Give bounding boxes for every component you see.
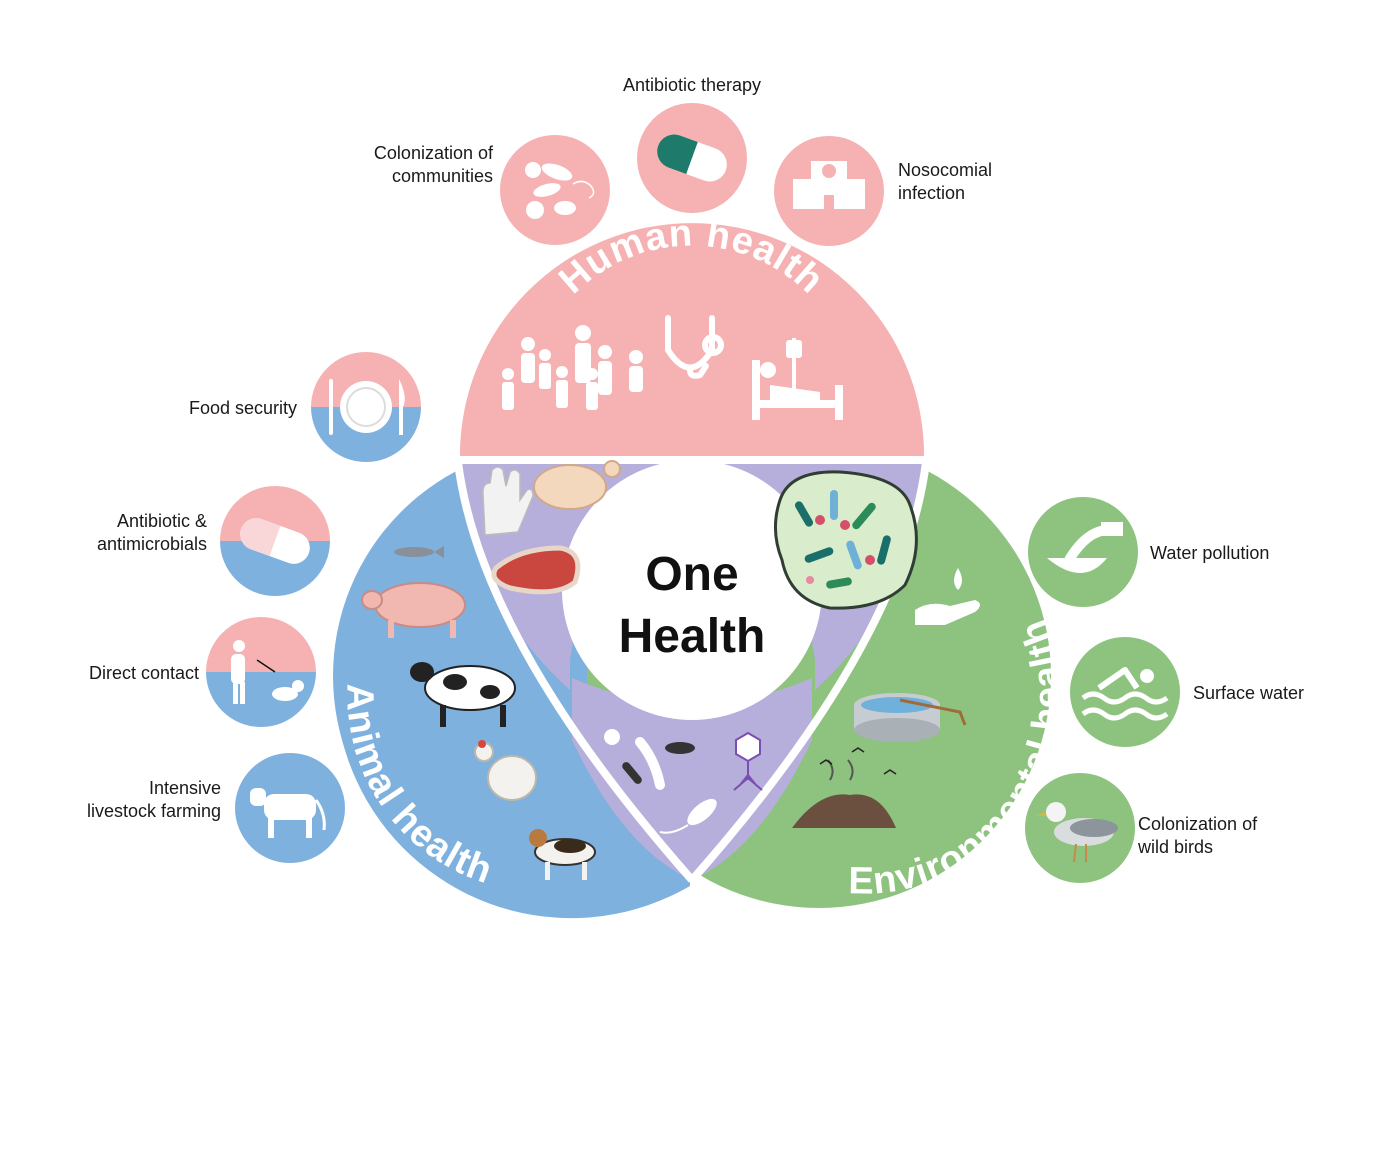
human-factor-label: Antibiotic therapy: [623, 75, 761, 95]
family-icon: [502, 325, 643, 410]
landfill-icon: [792, 747, 897, 828]
bacteria-culture-icon: [774, 470, 918, 610]
glove-icon: [482, 466, 534, 536]
animal-factor-label: livestock farming: [87, 801, 221, 821]
human-sector-icons: [502, 315, 843, 420]
steak-icon: [491, 545, 581, 595]
environment-sector-icons: [792, 568, 980, 828]
cow-icon: [250, 788, 326, 838]
environment-factor-0: Water pollution: [1028, 497, 1269, 607]
cow-icon-illustration: [410, 662, 516, 727]
environment-factor-label: Water pollution: [1150, 543, 1269, 563]
seagull-icon: [1036, 802, 1118, 863]
environment-factor-1: Surface water: [1070, 637, 1304, 747]
person-dog-icon: [231, 640, 304, 704]
hospital-bed-icon: [752, 338, 843, 420]
overlap-icons: [482, 460, 918, 834]
hospital-icon: [793, 161, 865, 209]
pipe-discharge-icon: [1047, 522, 1123, 573]
environment-factor-circle: [1028, 497, 1138, 607]
animal-factor-label: Intensive: [149, 778, 221, 798]
pig-icon: [361, 582, 466, 638]
swimmer-icon: [1081, 667, 1169, 721]
human-factor-label: communities: [392, 166, 493, 186]
stethoscope-icon: [665, 315, 724, 379]
animal-factor-2: Direct contact: [89, 617, 316, 727]
microbes-icon: [604, 729, 763, 834]
center-circle: [562, 460, 822, 720]
water-treatment-tank-icon: [854, 693, 967, 742]
dog-icon-illustration: [529, 829, 596, 880]
capsule-icon: [657, 134, 727, 182]
bacteria-icon: [525, 162, 595, 219]
environment-factor-label: wild birds: [1137, 837, 1213, 857]
animal-factor-3: Intensive livestock farming: [87, 753, 345, 863]
human-factor-label: Nosocomial: [898, 160, 992, 180]
animal-factor-label: Direct contact: [89, 663, 199, 683]
center-title-line1: One: [645, 548, 738, 601]
environment-factor-2: Colonization of wild birds: [1025, 773, 1258, 883]
human-factor-label: Colonization of: [374, 143, 494, 163]
pill-icon: [240, 518, 310, 564]
animal-factor-1: Antibiotic & antimicrobials: [97, 486, 330, 596]
divider-left: [454, 461, 695, 883]
animal-sector-icons: [361, 546, 596, 880]
fish-icon: [394, 546, 444, 558]
environment-factor-circle: [1070, 637, 1180, 747]
chicken-icon: [474, 740, 537, 801]
human-factor-label: infection: [898, 183, 965, 203]
environment-factor-label: Surface water: [1193, 683, 1304, 703]
human-factor-2: Nosocomial infection: [774, 136, 992, 246]
animal-factor-0: Food security: [189, 352, 421, 462]
hand-water-drop-icon: [915, 568, 980, 625]
overlap-animal-environment: [572, 678, 812, 880]
human-factor-0: Colonization of communities: [374, 135, 610, 245]
chicken-meat-icon: [533, 460, 621, 510]
animal-factor-label: Food security: [189, 398, 297, 418]
animal-factor-label: antimicrobials: [97, 534, 207, 554]
animal-factor-label: Antibiotic &: [117, 511, 207, 531]
center-title-line2: Health: [619, 610, 766, 663]
environment-factor-label: Colonization of: [1138, 814, 1258, 834]
plate-icon: [329, 379, 405, 435]
human-factor-1: Antibiotic therapy: [623, 75, 761, 213]
divider-right: [689, 461, 930, 883]
